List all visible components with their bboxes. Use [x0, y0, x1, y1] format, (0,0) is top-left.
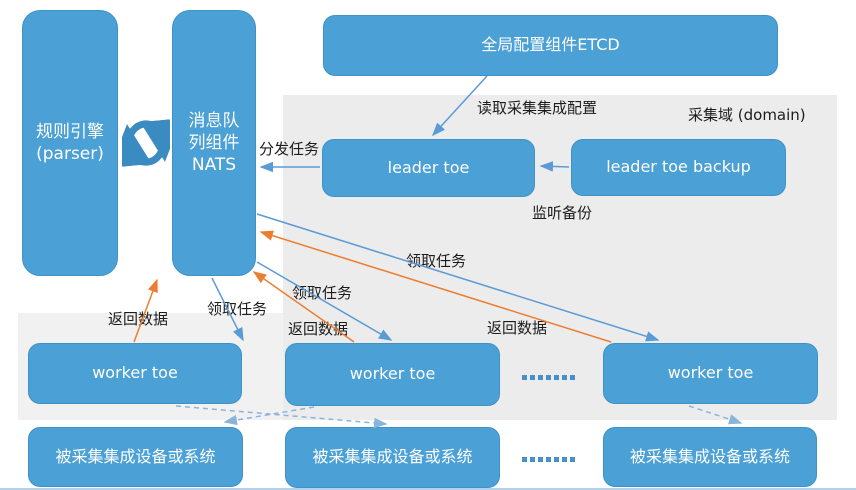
- node-collected-device-middle: 被采集集成设备或系统: [285, 427, 500, 488]
- node-worker-toe-middle: worker toe: [285, 343, 500, 406]
- label-return-data-middle: 返回数据: [288, 320, 349, 338]
- node-collected-device-right: 被采集集成设备或系统: [603, 427, 817, 487]
- sync-cycle-icon: [110, 112, 182, 176]
- node-etcd: 全局配置组件ETCD: [323, 15, 778, 76]
- dotted-ellipsis-devices: [522, 457, 578, 462]
- label-return-data-left: 返回数据: [108, 310, 169, 328]
- node-message-queue-nats: 消息队 列组件 NATS: [172, 10, 256, 276]
- nats-label-line2: 列组件: [188, 132, 240, 153]
- nats-label-line1: 消息队: [188, 110, 240, 131]
- node-worker-toe-right: worker toe: [603, 343, 818, 404]
- label-read-config: 读取采集集成配置: [477, 99, 598, 117]
- node-leader-toe-backup: leader toe backup: [571, 139, 786, 196]
- bottom-divider-line: [0, 488, 856, 490]
- collected-device-right-label: 被采集集成设备或系统: [629, 446, 790, 466]
- parser-label-line1: 规则引擎: [36, 121, 104, 142]
- node-rule-engine-parser: 规则引擎 (parser): [22, 10, 118, 276]
- label-listen-backup: 监听备份: [532, 204, 593, 222]
- collected-device-middle-label: 被采集集成设备或系统: [312, 447, 473, 467]
- worker-toe-left-label: worker toe: [92, 363, 178, 383]
- dotted-ellipsis-workers: [522, 375, 578, 380]
- node-worker-toe-left: worker toe: [28, 343, 242, 404]
- label-fetch-task-left: 领取任务: [207, 300, 268, 318]
- label-dispatch-task: 分发任务: [259, 140, 320, 158]
- label-fetch-task-middle: 领取任务: [292, 284, 353, 302]
- leader-toe-label: leader toe: [387, 157, 470, 177]
- nats-label-line3: NATS: [191, 155, 237, 176]
- collected-device-left-label: 被采集集成设备或系统: [55, 446, 216, 466]
- parser-label-line2: (parser): [36, 144, 104, 164]
- label-return-data-right: 返回数据: [487, 319, 548, 337]
- worker-toe-middle-label: worker toe: [349, 364, 436, 384]
- worker-toe-right-label: worker toe: [667, 363, 754, 383]
- node-leader-toe: leader toe: [322, 139, 535, 197]
- leader-toe-backup-label: leader toe backup: [606, 157, 751, 177]
- label-fetch-task-right: 领取任务: [406, 252, 467, 270]
- label-collection-domain: 采集域 (domain): [688, 106, 806, 124]
- etcd-label: 全局配置组件ETCD: [481, 35, 620, 55]
- node-collected-device-left: 被采集集成设备或系统: [28, 427, 243, 487]
